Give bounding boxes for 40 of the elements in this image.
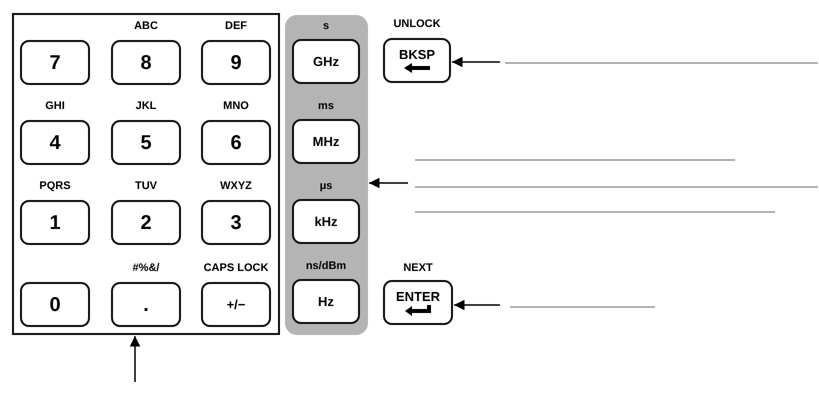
key-caption: GHI [44, 100, 66, 113]
keypad-key: 7 [20, 40, 90, 85]
key-caption: ABC [133, 20, 159, 33]
key-caption: TUV [134, 180, 158, 193]
keypad-key: 0 [20, 282, 90, 327]
key-caption: CAPS LOCK [202, 262, 270, 275]
keypad-key: BKSP [383, 38, 451, 83]
keypad-key: . [111, 282, 181, 327]
keypad-key: MHz [292, 119, 360, 164]
keypad-key: 9 [201, 40, 271, 85]
key-caption: JKL [134, 100, 158, 113]
keypad-key: 5 [111, 120, 181, 165]
keypad-key: 8 [111, 40, 181, 85]
keypad-panel [12, 13, 280, 335]
key-caption: s [322, 20, 330, 33]
keypad-key: GHz [292, 39, 360, 84]
key-caption: PQRS [38, 180, 72, 193]
leader-arrow [369, 178, 408, 188]
key-caption: WXYZ [219, 180, 253, 193]
key-caption: UNLOCK [392, 18, 442, 31]
key-caption: DEF [224, 20, 248, 33]
key-caption: ns/dBm [304, 260, 348, 273]
keypad-key: +/− [201, 282, 271, 327]
keypad-key: kHz [292, 199, 360, 244]
leader-arrow [452, 56, 500, 68]
keypad-key: 2 [111, 200, 181, 245]
key-caption: #%&/ [132, 262, 160, 275]
keypad-key: ENTER [383, 280, 453, 325]
key-caption: ms [317, 100, 335, 113]
keypad-key: Hz [292, 279, 360, 324]
key-caption: μs [318, 180, 334, 193]
unit-key-panel [285, 15, 368, 335]
keypad-key: 6 [201, 120, 271, 165]
keypad-key: 1 [20, 200, 90, 245]
key-caption: MNO [222, 100, 250, 113]
keypad-key: 3 [201, 200, 271, 245]
leader-arrow [454, 300, 500, 310]
key-caption: NEXT [402, 262, 434, 275]
keypad-key: 4 [20, 120, 90, 165]
leader-arrow [130, 336, 140, 382]
